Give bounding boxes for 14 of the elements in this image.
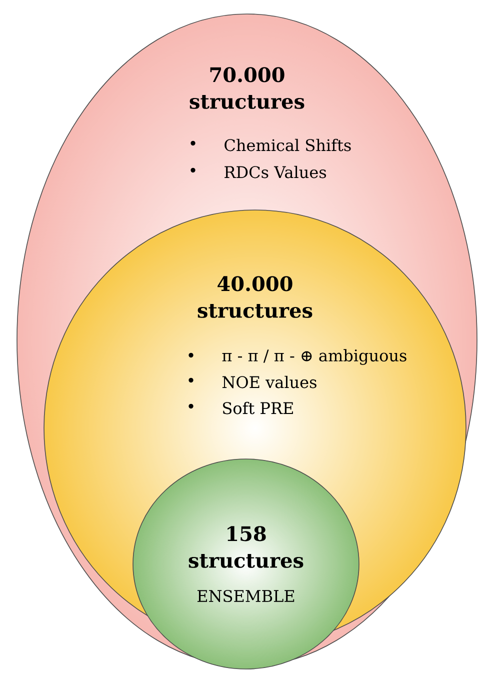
bullet: • xyxy=(188,352,194,358)
count-heading: 158 structures xyxy=(188,526,304,568)
bullet-item: π - π / π - ⊕ ambiguous xyxy=(222,349,406,365)
count-heading: 70.000 structures xyxy=(190,67,304,109)
node-label: ENSEMBLE xyxy=(198,590,294,602)
bullet: • xyxy=(188,404,194,408)
bullet: • xyxy=(190,168,196,172)
count-heading: 40.000 structures xyxy=(198,276,312,318)
bullet-item: NOE values xyxy=(222,376,316,388)
bullet: • xyxy=(190,140,196,146)
bullet-item: Chemical Shifts xyxy=(224,138,351,152)
bullet-item: Soft PRE xyxy=(223,402,293,414)
bullet-item: RDCs Values xyxy=(224,166,326,178)
bullet: • xyxy=(188,378,194,382)
